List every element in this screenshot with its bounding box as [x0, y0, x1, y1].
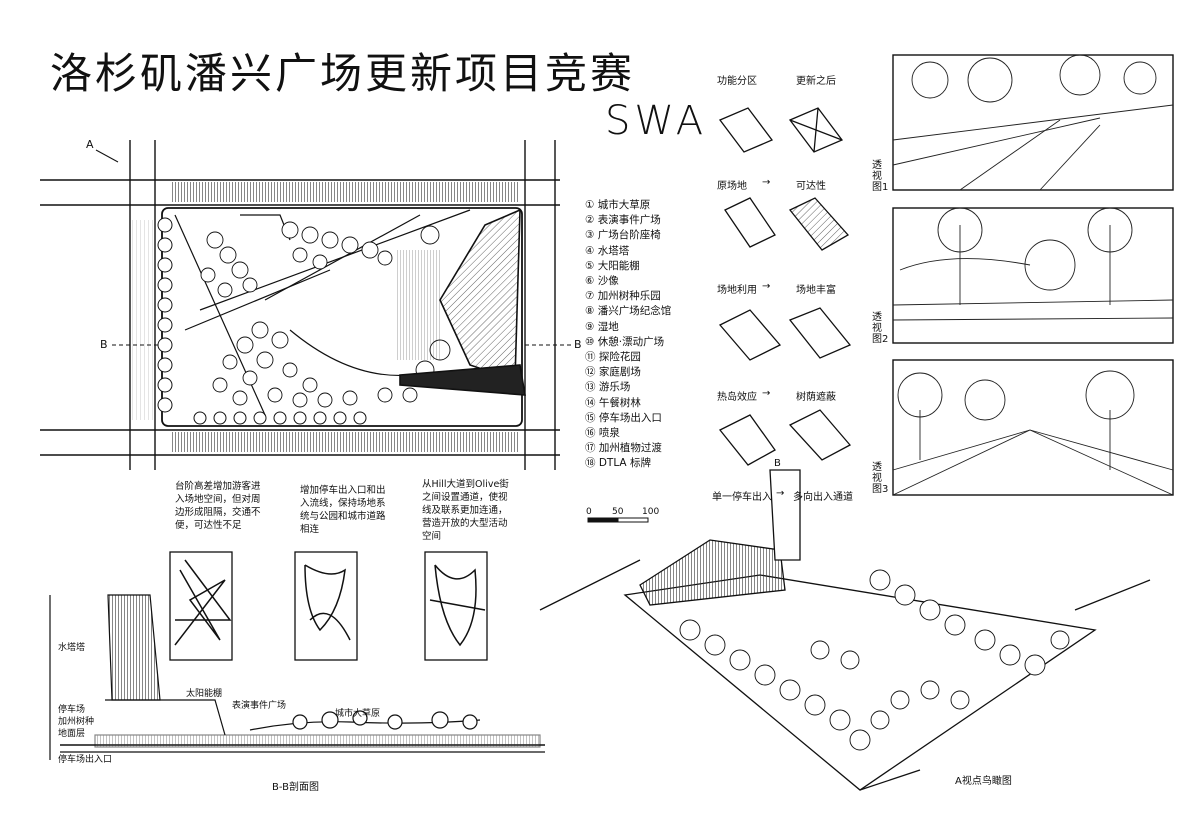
section-marker-right: B [574, 338, 582, 351]
axon-caption: A视点鸟瞰图 [955, 776, 1012, 787]
section-drawing [49, 594, 545, 760]
legend-item: ⑤ 大阳能棚 [585, 259, 640, 272]
section-tag: 水塔塔 [58, 643, 86, 653]
section-tag: 加州树种 [58, 717, 95, 727]
page-title: 洛杉矶潘兴广场更新项目竞赛 [50, 49, 636, 98]
legend-item: ⑱ DTLA 标牌 [585, 457, 651, 470]
analysis-arrow: → [762, 281, 771, 292]
analysis-arrow: → [762, 177, 771, 188]
perspective-label: 透视图3 [872, 462, 889, 495]
perspective-sketch [892, 54, 1174, 496]
analysis-label-right: 更新之后 [796, 76, 836, 87]
legend-item: ⑩ 休憩·漂动广场 [585, 335, 665, 348]
axon-section-marker: B [774, 458, 781, 469]
legend-item: ⑫ 家庭剧场 [585, 366, 641, 379]
section-caption: B-B剖面图 [272, 782, 319, 793]
legend-item: ⑧ 潘兴广场纪念馆 [585, 305, 672, 318]
legend-item: ⑨ 湿地 [585, 320, 619, 333]
process-diagrams [169, 551, 488, 661]
legend-item: ⑯ 喷泉 [585, 427, 620, 440]
plan-building [399, 208, 526, 396]
legend-item: ④ 水塔塔 [585, 244, 630, 257]
scale-bar [587, 517, 649, 523]
analysis-label-left: 原场地 [717, 181, 747, 192]
legend-item: ⑦ 加州树种乐园 [585, 290, 661, 303]
analysis-arrow: → [762, 388, 771, 399]
analysis-label-right: 多向出入通道 [793, 492, 853, 503]
lawn-hatch [395, 250, 440, 360]
analysis-label-right: 可达性 [796, 181, 826, 192]
site-plan [40, 140, 560, 470]
legend-item: ⑪ 探险花园 [585, 351, 641, 364]
analysis-label-right: 场地丰富 [796, 285, 836, 296]
legend-item: ① 城市大草原 [585, 199, 651, 211]
design-note: 增加停车出入口和出入流线，保持场地系统与公园和城市道路相连 [300, 485, 386, 535]
process-sketch [174, 559, 486, 647]
perspective-label: 透视图1 [872, 160, 889, 193]
perimeter-trees [157, 217, 367, 425]
legend-item: ⑬ 游乐场 [585, 381, 631, 394]
perspective-frames [892, 54, 1174, 496]
north-arrow-label: A [86, 138, 94, 151]
section-tag: 停车场 [58, 705, 86, 715]
design-note: 从Hill大道到Olive街之间设置通道，使视线及联系更加连通，营造开放的大型活… [422, 479, 509, 542]
axonometric-drawing [539, 469, 1151, 791]
plan-legend: ① 城市大草原 ② 表演事件广场 ③ 广场台阶座椅 ④ 水塔塔 ⑤ 大阳能棚 ⑥… [585, 198, 671, 472]
analysis-arrow: → [776, 488, 785, 499]
legend-item: ⑥ 沙像 [585, 275, 619, 288]
analysis-label-right: 树荫遮蔽 [796, 392, 836, 403]
legend-item: ⑭ 午餐树林 [585, 396, 641, 409]
section-callout: 太阳能棚 [186, 689, 223, 699]
legend-item: ③ 广场台阶座椅 [585, 229, 661, 242]
scale-label-100: 100 [642, 507, 660, 517]
axon-trees [679, 569, 1070, 751]
legend-item: ② 表演事件广场 [585, 214, 661, 227]
section-callout: 表演事件广场 [232, 701, 287, 711]
section-tag: 地面层 [58, 729, 86, 739]
analysis-label-left: 热岛效应 [717, 392, 757, 403]
section-markers [95, 149, 572, 346]
section-callout: 城市大草原 [335, 709, 381, 719]
design-note: 台阶高差增加游客进入场地空间，但对周边形成阻隔，交通不便，可达性不足 [175, 481, 261, 531]
legend-item: ⑮ 停车场出入口 [585, 411, 662, 424]
analysis-label-left: 功能分区 [717, 76, 757, 87]
page-subtitle: SWA [605, 98, 708, 144]
perspective-label: 透视图2 [872, 312, 889, 345]
analysis-label-left: 场地利用 [717, 285, 757, 296]
analysis-diagrams [718, 107, 852, 466]
scale-label-0: 0 [586, 507, 592, 517]
legend-item: ⑰ 加州植物过渡 [585, 442, 662, 455]
scale-label-50: 50 [612, 507, 624, 517]
section-tag: 停车场出入口 [58, 755, 113, 765]
analysis-label-left: 单一停车出入 [712, 492, 772, 503]
section-marker-left: B [100, 338, 108, 351]
